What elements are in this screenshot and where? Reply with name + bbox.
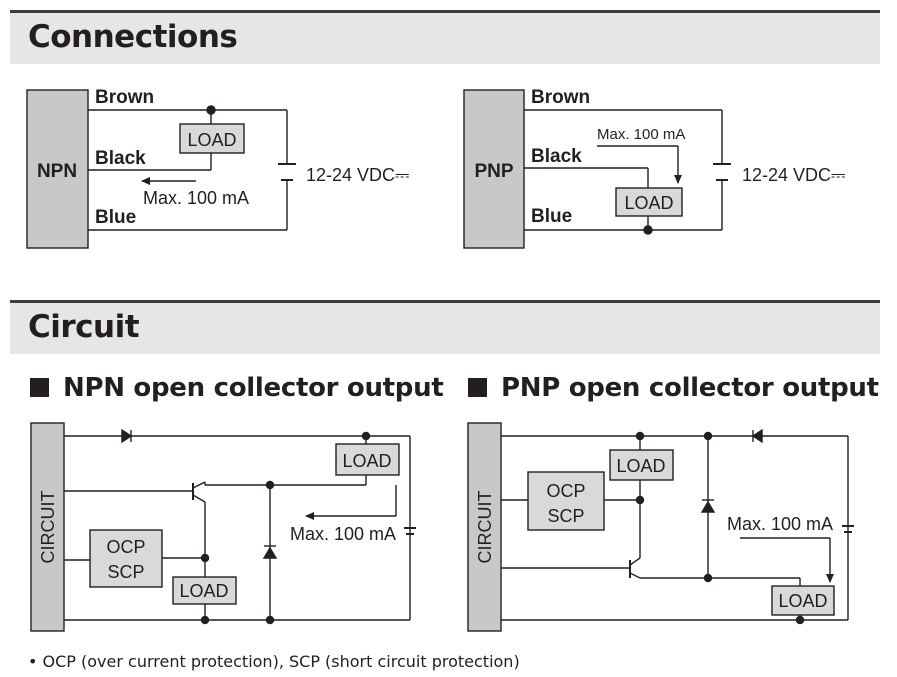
npn-ocp-label: OCP bbox=[106, 537, 145, 557]
npn-circuit-max-current-label: Max. 100 mA bbox=[290, 524, 396, 544]
npn-max-current-label: Max. 100 mA bbox=[143, 188, 249, 208]
junction-dot bbox=[643, 225, 653, 235]
pnp-circuit-diagram bbox=[467, 422, 854, 632]
npn-load-top-label: LOAD bbox=[342, 451, 391, 471]
pnp-load-top-label: LOAD bbox=[616, 456, 665, 476]
pnp-circuit-subtitle: PNP open collector output bbox=[468, 373, 879, 403]
pnp-connection-diagram bbox=[463, 89, 731, 249]
pnp-circuit-block-label: CIRCUIT bbox=[475, 491, 495, 564]
npn-sensor-block bbox=[26, 89, 89, 249]
pnp-sensor-block bbox=[463, 89, 525, 249]
bullet-square-icon bbox=[30, 378, 49, 397]
pnp-circuit-max-current-label: Max. 100 mA bbox=[727, 514, 833, 534]
footnote: • OCP (over current protection), SCP (sh… bbox=[28, 652, 520, 671]
npn-black-label: Black bbox=[95, 148, 146, 169]
pnp-load-bottom-box bbox=[771, 585, 835, 616]
npn-brown-label: Brown bbox=[95, 87, 154, 108]
circuit-title: Circuit bbox=[28, 309, 140, 345]
pnp-max-current-label: Max. 100 mA bbox=[597, 126, 685, 143]
npn-circuit-diagram bbox=[30, 422, 416, 632]
npn-circuit-block-label: CIRCUIT bbox=[38, 491, 58, 564]
pnp-black-label: Black bbox=[531, 146, 582, 167]
pnp-supply-label: 12-24 VDC⎓ bbox=[742, 165, 845, 185]
npn-scp-label: SCP bbox=[107, 562, 144, 582]
npn-block-label: NPN bbox=[37, 161, 77, 182]
pnp-load-box bbox=[615, 187, 683, 217]
pnp-blue-label: Blue bbox=[531, 206, 572, 227]
npn-ocp-scp-box bbox=[89, 529, 163, 588]
npn-supply-label: 12-24 VDC⎓ bbox=[306, 165, 409, 185]
npn-load-bottom-box bbox=[172, 576, 237, 605]
pnp-brown-label: Brown bbox=[531, 87, 590, 108]
npn-load-bottom-label: LOAD bbox=[179, 581, 228, 601]
junction-dot bbox=[206, 105, 216, 115]
npn-blue-label: Blue bbox=[95, 207, 136, 228]
connections-title: Connections bbox=[28, 19, 238, 55]
npn-load-box bbox=[179, 123, 245, 154]
npn-circuit-block bbox=[30, 422, 65, 632]
bullet-square-icon bbox=[468, 378, 487, 397]
pnp-load-bottom-label: LOAD bbox=[778, 591, 827, 611]
pnp-load-top-box bbox=[609, 449, 674, 481]
pnp-block-label: PNP bbox=[474, 161, 513, 182]
pnp-ocp-label: OCP bbox=[546, 481, 585, 501]
pnp-circuit-block bbox=[467, 422, 502, 632]
npn-load-label: LOAD bbox=[187, 130, 236, 150]
npn-connection-diagram bbox=[26, 89, 296, 249]
connections-header: Connections bbox=[10, 10, 880, 64]
pnp-scp-label: SCP bbox=[547, 506, 584, 526]
npn-circuit-subtitle: NPN open collector output bbox=[30, 373, 444, 403]
pnp-ocp-scp-box bbox=[527, 471, 605, 531]
npn-load-top-box bbox=[335, 443, 400, 476]
circuit-header: Circuit bbox=[10, 300, 880, 354]
pnp-load-label: LOAD bbox=[624, 193, 673, 213]
